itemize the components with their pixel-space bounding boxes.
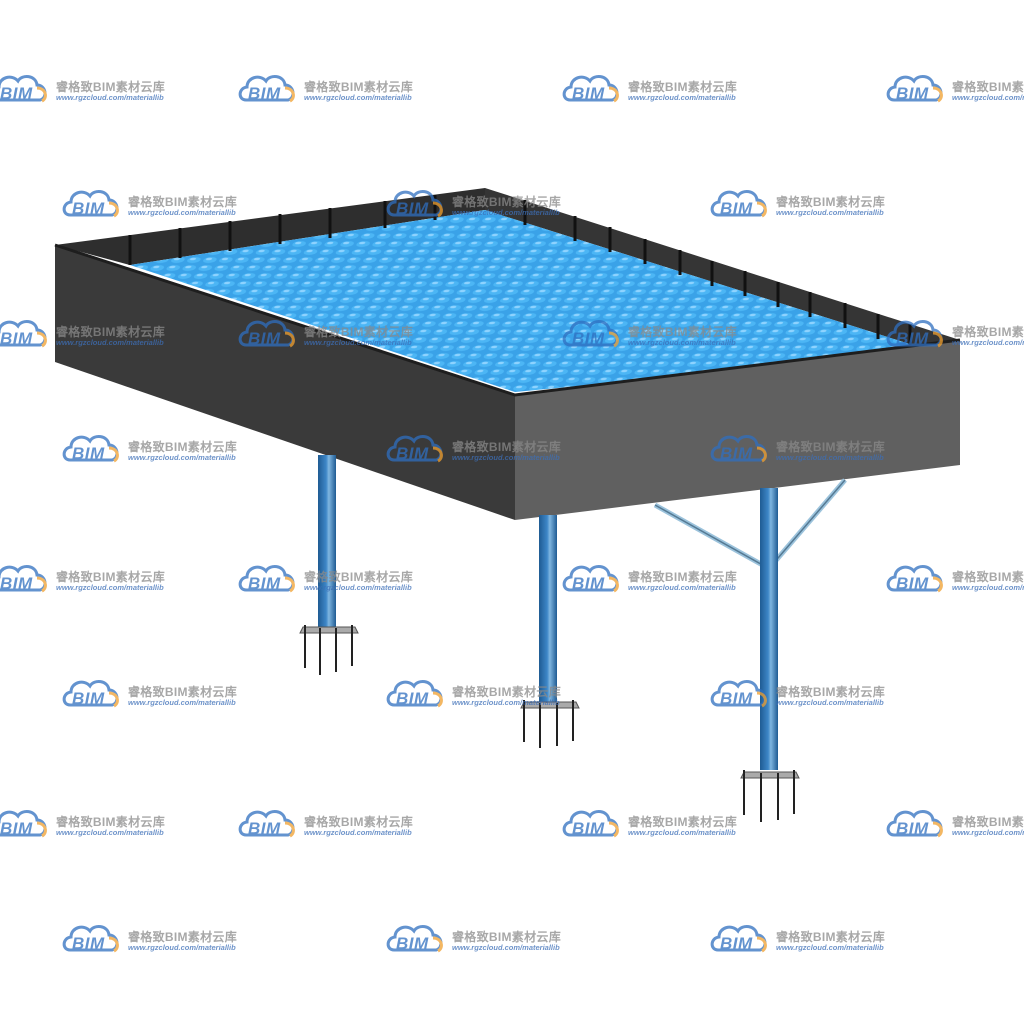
- anchor-bolts-right: [740, 770, 800, 822]
- tank-back-wall: [55, 188, 485, 265]
- anchor-bolts-middle: [520, 700, 580, 748]
- column-middle: [539, 515, 557, 705]
- column-left: [318, 455, 336, 627]
- tank-right-back-wall: [485, 188, 960, 352]
- anchor-bolts-left: [299, 625, 359, 675]
- column-right: [760, 488, 778, 770]
- tank-fill-surface: [130, 210, 935, 392]
- tank-right-wall: [515, 340, 960, 520]
- tank-rim: [54, 243, 961, 397]
